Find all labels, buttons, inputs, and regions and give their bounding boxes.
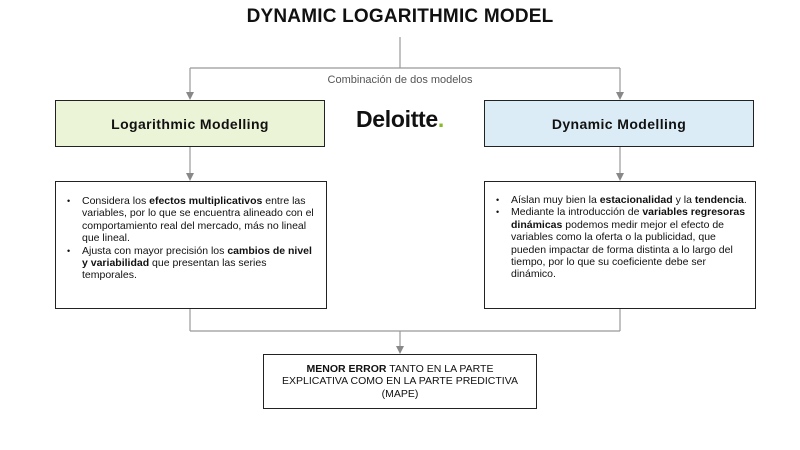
- bullet-icon: •: [496, 195, 500, 205]
- diagram-title: DYNAMIC LOGARITHMIC MODEL: [246, 6, 554, 27]
- logarithmic-modelling-box: Logarithmic Modelling: [55, 100, 325, 147]
- dynamic-modelling-box: Dynamic Modelling: [484, 100, 754, 147]
- result-box: MENOR ERROR TANTO EN LA PARTE EXPLICATIV…: [263, 354, 537, 409]
- bullet-item: •Ajusta con mayor precisión los cambios …: [67, 244, 312, 282]
- logarithmic-bullet-list: •Considera los efectos multiplicativos e…: [64, 195, 318, 282]
- dynamic-description-box: •Aíslan muy bien la estacionalidad y la …: [484, 181, 756, 309]
- logo-dot: .: [437, 106, 445, 132]
- bullet-icon: •: [67, 245, 71, 256]
- logarithmic-modelling-label: Logarithmic Modelling: [111, 115, 269, 132]
- result-text: MENOR ERROR TANTO EN LA PARTE EXPLICATIV…: [282, 363, 518, 400]
- bullet-icon: •: [67, 196, 71, 206]
- bullet-icon: •: [496, 207, 500, 218]
- bullet-item: •Considera los efectos multiplicativos e…: [67, 195, 314, 245]
- dynamic-bullet-list: •Aíslan muy bien la estacionalidad y la …: [493, 194, 747, 281]
- bullet-item: •Mediante la introducción de variables r…: [496, 206, 746, 281]
- dynamic-modelling-label: Dynamic Modelling: [551, 115, 687, 132]
- deloitte-logo: Deloitte.: [340, 106, 460, 133]
- logarithmic-description-box: •Considera los efectos multiplicativos e…: [55, 181, 327, 309]
- bullet-item: •Aíslan muy bien la estacionalidad y la …: [496, 194, 747, 206]
- combination-label: Combinación de dos modelos: [300, 74, 500, 86]
- logo-text: Deloitte: [355, 106, 438, 132]
